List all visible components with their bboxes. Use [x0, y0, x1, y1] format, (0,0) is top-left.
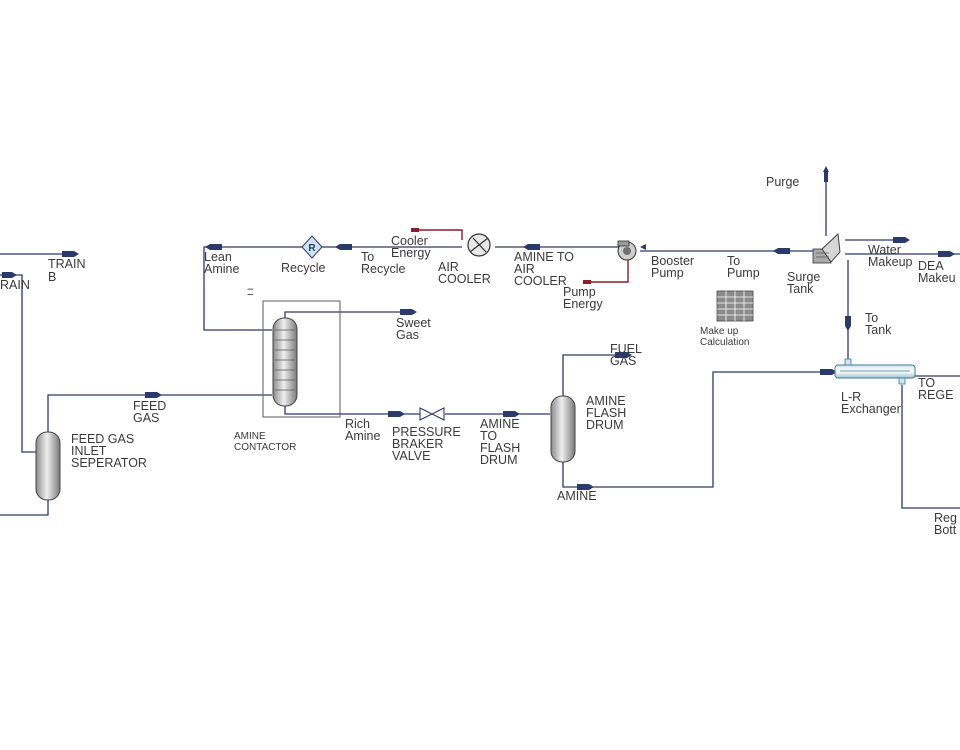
label-dea-makeup: DEA Makeu [918, 259, 956, 285]
surge-tank-icon [812, 233, 841, 264]
booster-pump-icon [617, 240, 637, 261]
lr-inlet-arrow [820, 369, 837, 375]
cooler-energy-arrow [411, 228, 419, 232]
amine-cooler-arrow [523, 244, 540, 250]
label-makeup-calculation: Make up Calculation [700, 326, 749, 348]
label-rich-amine: Rich Amine [345, 417, 380, 443]
booster-inlet-arrow [640, 244, 646, 250]
label-to-regen: TO REGE [918, 376, 953, 402]
recycle-icon-letter: R [308, 243, 316, 254]
lr-exchanger-icon [834, 358, 916, 385]
flash-amine-line [562, 371, 840, 488]
amine-contactor-icon [272, 317, 298, 407]
label-lr-exchanger: L-R Exchanger [841, 390, 901, 416]
separator-liquid-line [0, 500, 49, 516]
label-purge: Purge [766, 175, 799, 189]
amine-out-arrow [577, 484, 594, 490]
label-amine-flash-drum: AMINE FLASH DRUM [586, 394, 630, 432]
label-amine-to-flash: AMINE TO FLASH DRUM [480, 417, 524, 467]
label-feed-gas-stream: FEED GAS [133, 399, 170, 425]
makeup-calculation-icon [716, 290, 754, 322]
fuel-gas-line [562, 354, 625, 396]
rich-amine-arrow [388, 411, 405, 417]
label-cooler-energy: Cooler Energy [391, 234, 431, 260]
amine-flash-drum-icon [550, 395, 576, 463]
diagram-labels: TRAIN B RAIN Lean Amine Recycle To Recyc… [0, 175, 960, 537]
contactor-tag-mark: ı ı [245, 288, 256, 296]
train-a-stream-line [0, 274, 38, 453]
regen-bottoms-line [901, 385, 960, 509]
label-fuel-gas: FUEL GAS [610, 342, 645, 368]
to-pump-arrow [773, 248, 790, 254]
feed-gas-separator-icon [35, 431, 61, 501]
recycle-arrow [335, 244, 352, 250]
lean-amine-arrow [205, 244, 222, 250]
feed-gas-line [47, 394, 272, 432]
label-to-pump: To Pump [727, 254, 760, 280]
label-amine-to-air-cooler: AMINE TO AIR COOLER [514, 250, 577, 288]
label-amine-contactor: AMINE CONTACTOR [234, 431, 296, 453]
label-feed-gas-separator: FEED GAS INLET SEPERATOR [71, 432, 147, 470]
air-cooler-icon [467, 233, 491, 257]
energy-streams [411, 228, 629, 284]
label-surge-tank: Surge Tank [787, 270, 824, 296]
to-tank-arrow [845, 316, 851, 331]
stream-arrows [2, 166, 955, 490]
sweet-gas-line [284, 311, 410, 318]
flash-feed-arrow [503, 411, 520, 417]
label-lean-amine: Lean Amine [204, 250, 239, 276]
lean-amine-line [203, 246, 302, 331]
label-train-a: RAIN [0, 278, 30, 292]
pump-energy-arrow [583, 280, 591, 284]
label-train-b: TRAIN B [48, 257, 89, 284]
sweet-gas-arrow [400, 309, 417, 315]
label-regen-bottoms: Reg Bott [934, 511, 960, 537]
pump-energy-line [585, 260, 629, 283]
fuel-gas-arrow [615, 352, 632, 358]
feed-gas-arrow [145, 392, 162, 398]
label-booster-pump: Booster Pump [651, 254, 698, 280]
label-recycle: Recycle [281, 261, 326, 275]
label-to-recycle: To Recycle [361, 250, 406, 276]
purge-arrow [823, 166, 829, 182]
recycle-icon: R [301, 235, 323, 259]
label-to-tank: To Tank [865, 311, 892, 337]
train-a-arrow [2, 272, 17, 278]
label-sweet-gas: Sweet Gas [396, 316, 434, 342]
train-b-arrow [62, 251, 79, 257]
contactor-boundary [262, 300, 341, 418]
label-air-cooler: AIR COOLER [438, 260, 491, 286]
cooler-energy-line [412, 229, 463, 240]
water-makeup-arrow [893, 237, 910, 243]
pressure-valve-icon [419, 407, 445, 421]
dea-makeup-arrow [938, 251, 955, 257]
label-pump-energy: Pump Energy [563, 285, 603, 311]
label-pressure-valve: PRESSURE BRAKER VALVE [392, 425, 464, 463]
rich-amine-line [284, 406, 420, 415]
label-amine-out: AMINE [557, 489, 597, 503]
label-water-makeup: Water Makeup [868, 243, 913, 269]
